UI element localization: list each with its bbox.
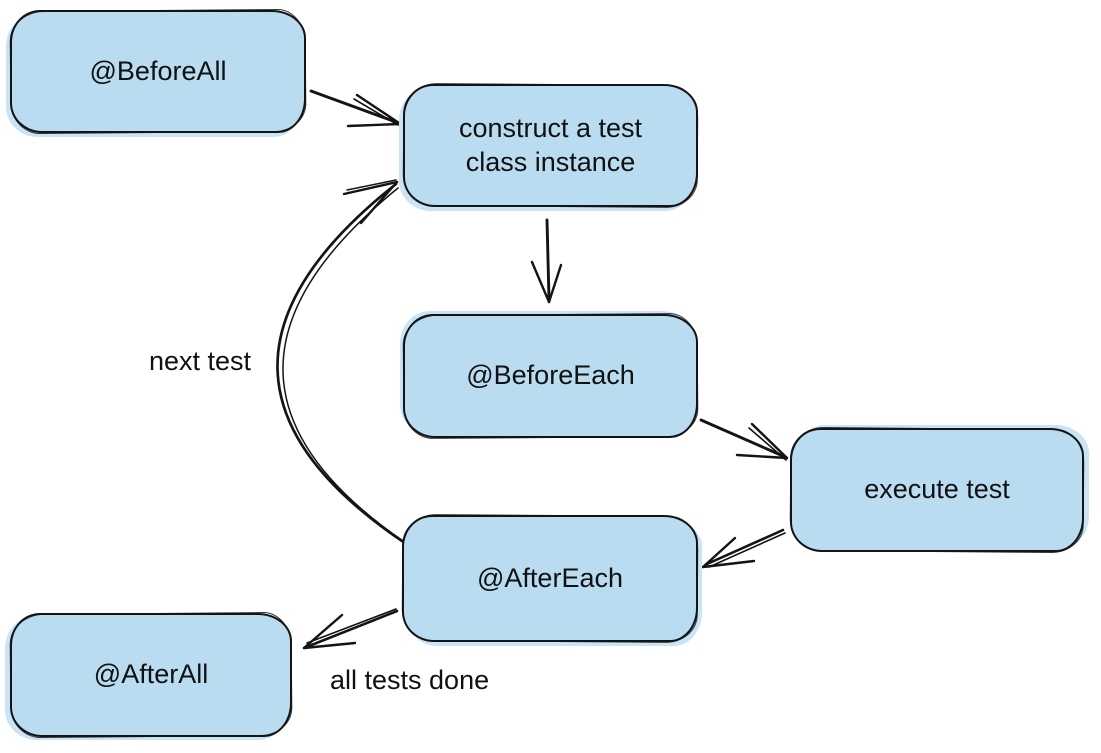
node-before-each: @BeforeEach: [403, 314, 698, 438]
arrow-execute-test-to-after-each: [701, 528, 786, 569]
node-execute-test: execute test: [790, 428, 1084, 552]
node-execute-test-label: execute test: [864, 474, 1010, 505]
node-after-all: @AfterAll: [10, 613, 292, 737]
arrow-after-each-to-after-all: [302, 608, 399, 650]
node-after-each: @AfterEach: [402, 515, 698, 642]
node-before-each-label: @BeforeEach: [466, 360, 635, 391]
edge-label-all-tests-done: all tests done: [330, 665, 490, 695]
arrow-before-each-to-execute-test: [699, 418, 789, 461]
node-construct-label: construct a test class instance: [458, 112, 643, 177]
node-construct-test-class-instance: construct a test class instance: [403, 84, 698, 207]
arrow-before-all-to-construct: [309, 89, 402, 128]
arrow-after-each-to-construct: [276, 179, 407, 544]
edge-label-next-test: next test: [149, 346, 252, 376]
arrow-construct-to-before-each: [530, 218, 563, 304]
node-after-each-label: @AfterEach: [477, 562, 623, 593]
node-before-all: @BeforeAll: [10, 10, 306, 133]
node-after-all-label: @AfterAll: [93, 659, 209, 690]
node-before-all-label: @BeforeAll: [89, 55, 227, 86]
